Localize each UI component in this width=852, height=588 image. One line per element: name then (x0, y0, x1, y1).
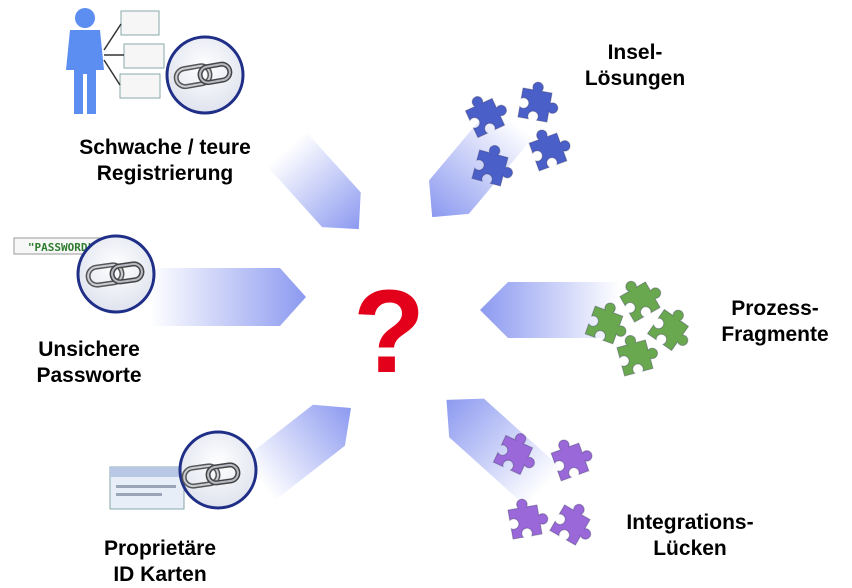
label-registration-line-2: Registrierung (96, 162, 234, 185)
label-islands: Insel- Lösungen (560, 40, 710, 92)
label-process-line-1: Prozess- (731, 297, 819, 320)
puzzle-piece (615, 269, 668, 323)
password-tag-text: "PASSWORD" (28, 241, 94, 254)
label-id-cards: Proprietäre ID Karten (60, 536, 260, 588)
arrow-bottom-right (446, 398, 562, 508)
label-passwords-line-1: Unsichere (38, 338, 140, 361)
label-process-line-2: Fragmente (721, 323, 829, 346)
person-with-documents-chain-icon (66, 8, 245, 115)
label-integration-line-2: Lücken (653, 537, 727, 560)
puzzle-piece (517, 79, 563, 125)
question-mark: ? (353, 266, 425, 398)
arrow-bottom-left (242, 404, 351, 501)
label-registration-line-1: Schwache / teure (79, 136, 251, 159)
label-integration: Integrations- Lücken (600, 510, 780, 562)
label-passwords-line-2: Passworte (36, 364, 142, 387)
label-process: Prozess- Fragmente (700, 296, 850, 348)
label-registration: Schwache / teure Registrierung (30, 135, 300, 187)
arrow-top-left (267, 131, 361, 230)
arrow-left (150, 268, 306, 326)
arrow-right (480, 282, 620, 338)
password-chain-icon: "PASSWORD" (13, 234, 156, 314)
label-islands-line-1: Insel- (607, 41, 663, 64)
label-passwords: Unsichere Passworte (0, 337, 178, 389)
label-integration-line-1: Integrations- (626, 511, 754, 534)
puzzle-piece (549, 497, 603, 550)
label-id-cards-line-2: ID Karten (113, 563, 207, 586)
id-card-chain-icon (109, 430, 258, 510)
label-islands-line-2: Lösungen (584, 67, 686, 90)
arrow-top-right (429, 103, 534, 218)
puzzle-piece (525, 121, 576, 172)
label-id-cards-line-1: Proprietäre (103, 537, 217, 560)
